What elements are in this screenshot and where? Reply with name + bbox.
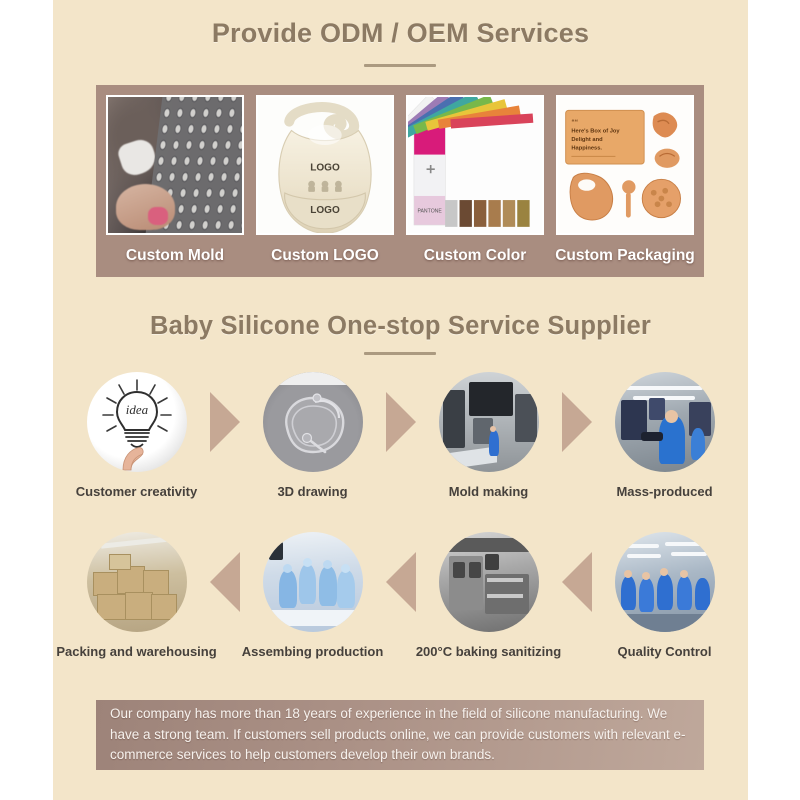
packaging-quote-line-3: Happiness.: [571, 146, 602, 152]
idea-word-label: idea: [125, 402, 148, 417]
page-title-supplier: Baby Silicone One-stop Service Supplier: [150, 312, 651, 340]
company-description-banner: Our company has more than 18 years of ex…: [96, 700, 704, 770]
flow-step-quality-control[interactable]: Quality Control: [601, 532, 729, 659]
pantone-fan-deck-illustration: PANTONE: [408, 97, 534, 227]
flow-step-mold-making[interactable]: Mold making: [425, 372, 553, 499]
bib-logo-bottom-label: LOGO: [310, 205, 340, 216]
arrow-left-icon: [377, 532, 425, 632]
flow-step-mass-produced[interactable]: Mass-produced: [601, 372, 729, 499]
flow-step-label: Packing and warehousing: [56, 644, 217, 659]
packaging-quote-line-1: Here's Box of Joy: [571, 128, 620, 134]
card-caption: Custom LOGO: [271, 247, 379, 264]
banner-text: Our company has more than 18 years of ex…: [110, 705, 686, 763]
baking-sanitizing-photo: [438, 532, 539, 632]
flow-step-assembing-production[interactable]: Assembing production: [242, 532, 383, 659]
lightbulb-icon: idea: [101, 379, 172, 471]
packaging-set-illustration: ““ Here's Box of Joy Delight and Happine…: [565, 109, 681, 221]
flow-step-label: Customer creativity: [75, 484, 198, 499]
idea-lightbulb-photo: idea: [86, 372, 187, 472]
silicone-bib-illustration: LOGO LOGO: [278, 101, 372, 233]
grid-cell-custom-logo[interactable]: LOGO LOGO Custom LOGO: [256, 95, 394, 277]
grid-cell-custom-color[interactable]: PANTONE: [406, 95, 544, 277]
svg-text:““: ““: [571, 119, 578, 126]
mold-making-photo: [438, 372, 539, 472]
flow-step-label: 3D drawing: [277, 484, 348, 499]
3d-drawing-photo: [262, 372, 363, 472]
heading-divider-supplier: [364, 352, 436, 355]
flow-step-label: Assembing production: [241, 644, 384, 659]
grid-cell-custom-mold[interactable]: Custom Mold: [106, 95, 244, 277]
arrow-right-icon: [377, 372, 425, 472]
custom-mold-photo: [106, 95, 244, 235]
flow-step-label: Mass-produced: [616, 484, 713, 499]
process-flow-row-2: Packing and warehousing Assembing produc…: [53, 532, 748, 659]
custom-services-grid: Custom Mold LOGO: [96, 85, 704, 277]
flow-step-label: 200°C baking sanitizing: [415, 644, 562, 659]
flow-step-label: Quality Control: [617, 644, 712, 659]
cad-model-icon: [284, 393, 344, 454]
bib-logo-top-label: LOGO: [310, 163, 340, 174]
arrow-right-icon: [553, 372, 601, 472]
grid-cell-custom-packaging[interactable]: ““ Here's Box of Joy Delight and Happine…: [555, 95, 695, 277]
arrow-right-icon: [201, 372, 249, 472]
packing-warehouse-photo: [86, 532, 187, 632]
mass-production-photo: [614, 372, 715, 472]
card-caption: Custom Packaging: [555, 247, 695, 264]
process-flow-row-1: idea Customer creativity 3: [53, 372, 748, 499]
custom-color-photo: PANTONE: [406, 95, 544, 235]
heading-divider-odm: [364, 64, 436, 67]
arrow-left-icon: [553, 532, 601, 632]
page-title-odm: Provide ODM / OEM Services: [211, 18, 590, 48]
flow-step-3d-drawing[interactable]: 3D drawing: [249, 372, 377, 499]
arrow-left-icon: [201, 532, 249, 632]
flow-step-packing-warehousing[interactable]: Packing and warehousing: [56, 532, 217, 659]
flow-step-label: Mold making: [448, 484, 529, 499]
flow-step-baking-sanitizing[interactable]: 200°C baking sanitizing: [416, 532, 561, 659]
custom-packaging-photo: ““ Here's Box of Joy Delight and Happine…: [556, 95, 694, 235]
custom-logo-photo: LOGO LOGO: [256, 95, 394, 235]
packaging-quote-line-2: Delight and: [571, 137, 603, 143]
card-caption: Custom Mold: [125, 247, 225, 264]
assembling-production-photo: [262, 532, 363, 632]
pantone-brand-label: PANTONE: [417, 208, 442, 214]
card-caption: Custom Color: [423, 247, 527, 264]
flow-step-customer-creativity[interactable]: idea Customer creativity: [73, 372, 201, 499]
quality-control-photo: [614, 532, 715, 632]
